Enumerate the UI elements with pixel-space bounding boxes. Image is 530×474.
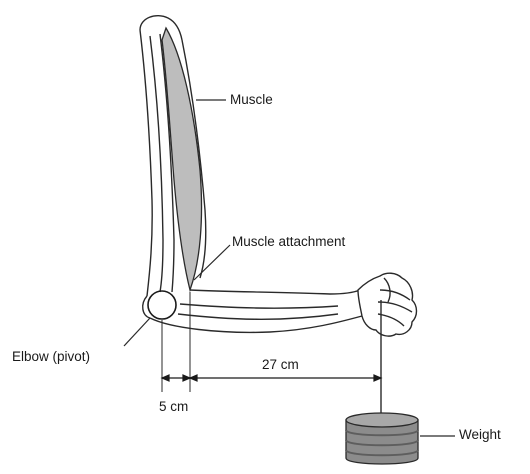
- muscle-label: Muscle: [230, 93, 273, 107]
- distance-5cm-label: 5 cm: [159, 400, 188, 414]
- muscle-attachment-label: Muscle attachment: [232, 235, 345, 249]
- weight-label: Weight: [459, 428, 501, 442]
- muscle: [162, 28, 202, 290]
- dimension-27cm-arrow: [190, 375, 381, 381]
- elbow-leader-line: [124, 318, 150, 346]
- distance-27cm-label: 27 cm: [262, 358, 299, 372]
- elbow-pivot-label: Elbow (pivot): [12, 350, 90, 364]
- hand: [358, 273, 417, 336]
- elbow-pivot-marker: [148, 291, 176, 319]
- weight-block: [346, 413, 418, 464]
- dimension-5cm-arrow: [162, 375, 190, 381]
- forearm: [143, 290, 362, 332]
